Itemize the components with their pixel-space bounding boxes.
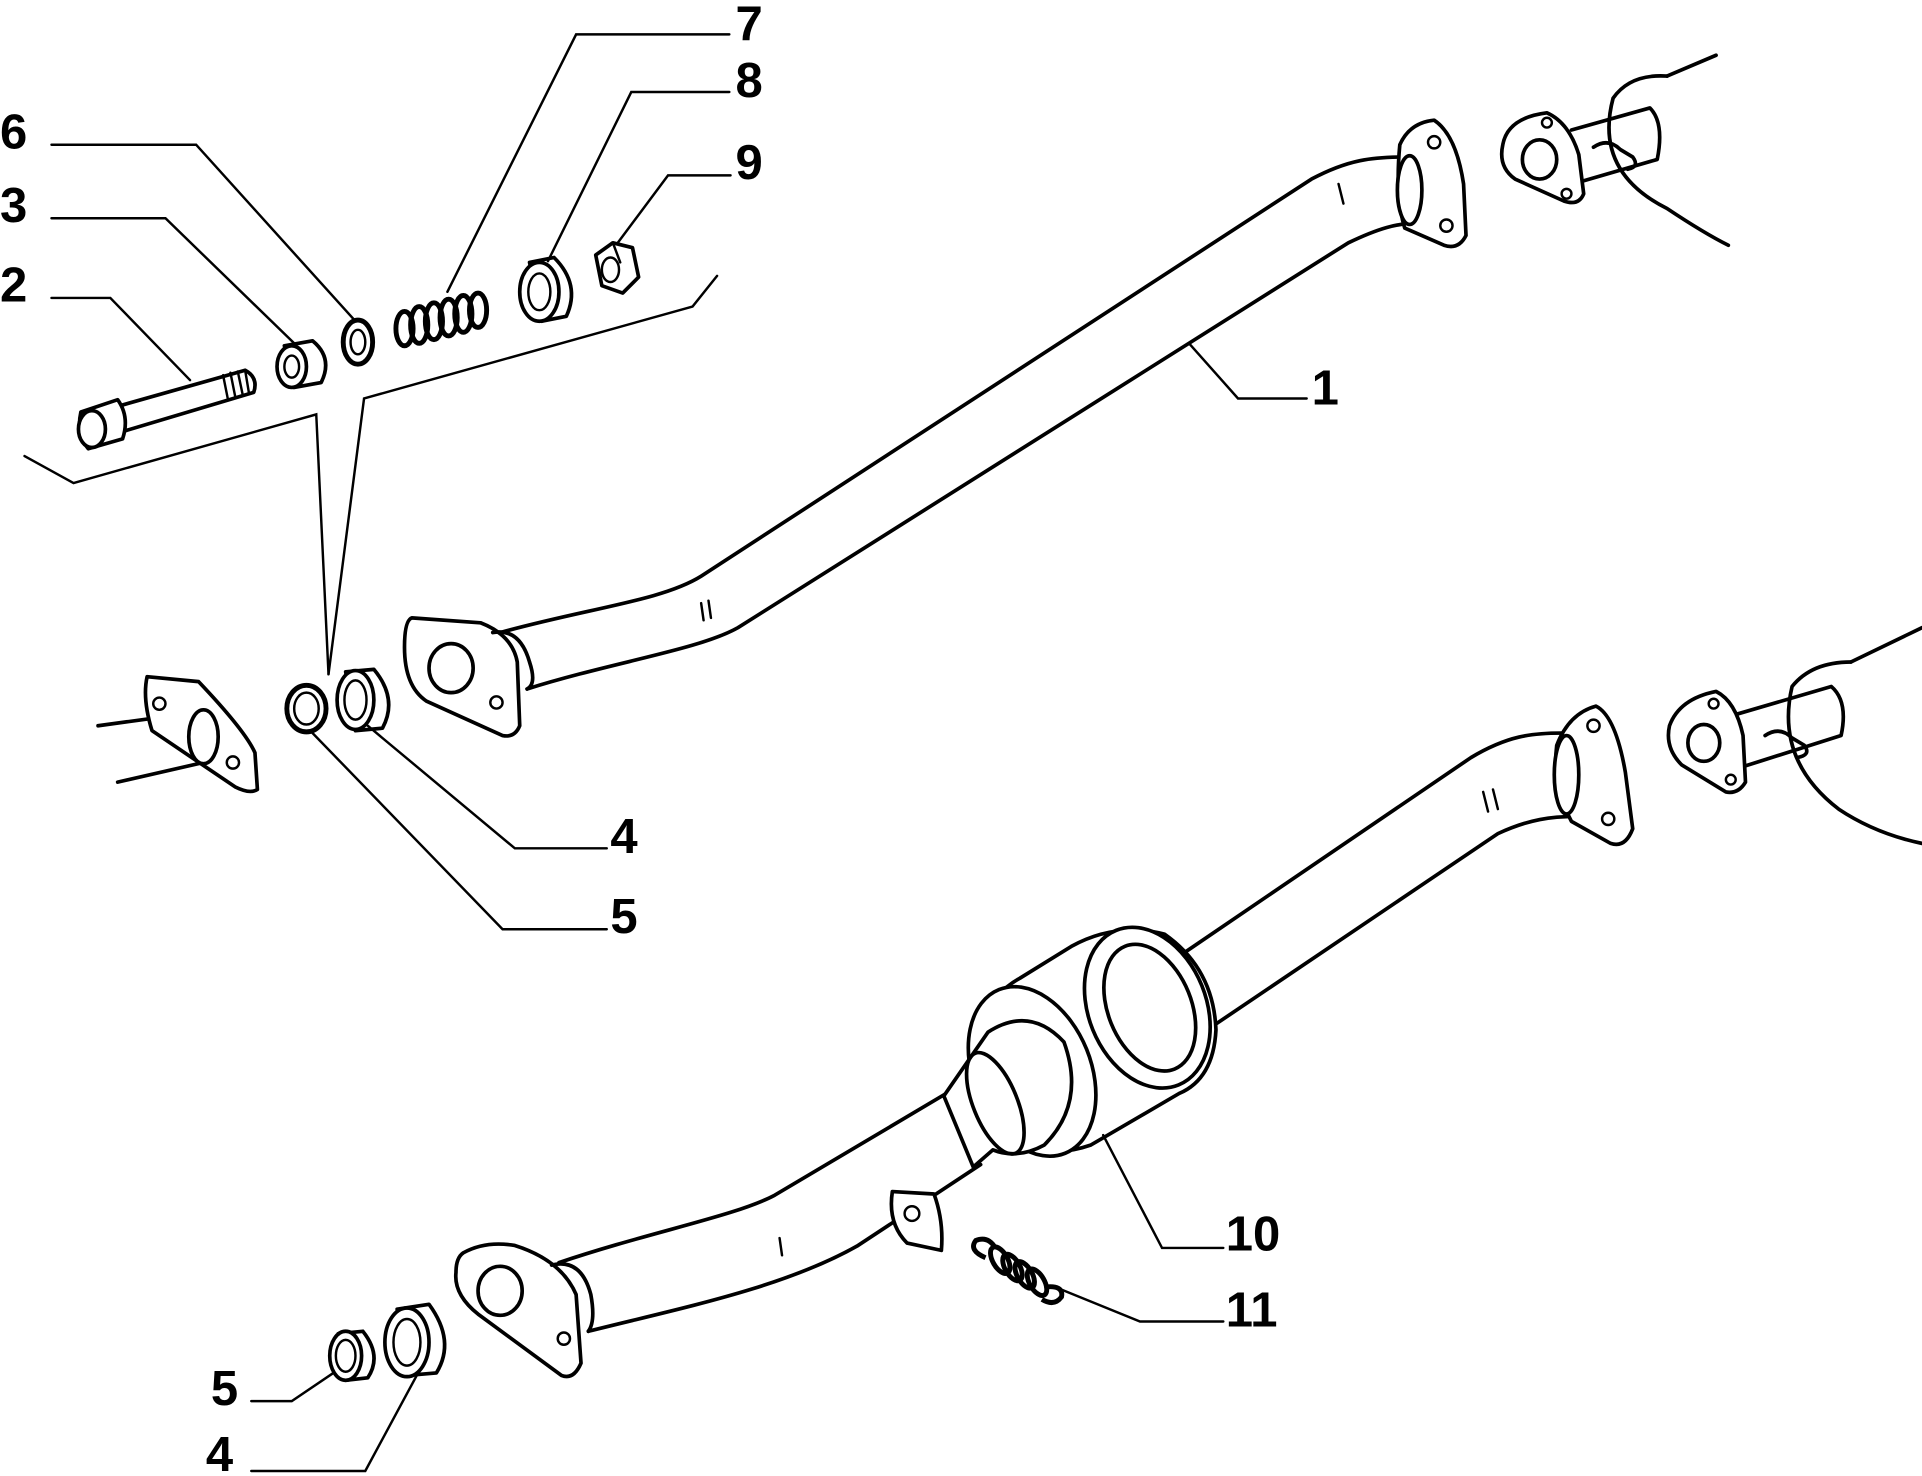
lower-muffler-pipe-clip bbox=[1763, 729, 1809, 760]
lower-muffler-edge bbox=[1849, 625, 1922, 664]
spring-hook-left bbox=[971, 1236, 998, 1260]
leader-10 bbox=[1101, 1133, 1225, 1250]
ring-part-5-upper bbox=[284, 682, 329, 735]
callout-3: 3 bbox=[0, 179, 27, 233]
front-pipe-upper-edge bbox=[557, 1091, 949, 1265]
callout-9: 9 bbox=[735, 136, 762, 190]
bolt-part-2 bbox=[76, 368, 257, 451]
pipe-hanger-bracket bbox=[889, 1189, 944, 1253]
flange-bolt-hole bbox=[489, 695, 504, 710]
leader-6 bbox=[50, 143, 357, 323]
muffler-body-top bbox=[1607, 74, 1731, 248]
bushing-face bbox=[275, 343, 309, 390]
leader-2 bbox=[50, 296, 192, 382]
washer-outer bbox=[340, 317, 376, 367]
washer-part-6 bbox=[340, 317, 376, 367]
stub-pipe-end bbox=[186, 707, 221, 766]
ring-outer bbox=[517, 260, 561, 324]
upper-muffler-connection bbox=[1499, 53, 1731, 248]
assembly-bracket-lines bbox=[23, 274, 719, 676]
leader-9 bbox=[616, 174, 732, 245]
front-pipe-lower-edge bbox=[586, 1162, 983, 1334]
callout-1: 1 bbox=[1312, 362, 1339, 416]
spring-part-7 bbox=[393, 290, 490, 349]
lower-pipe-left-collar bbox=[549, 1262, 595, 1334]
callout-2: 2 bbox=[0, 259, 27, 313]
ring-hole bbox=[527, 272, 552, 312]
rear-pipe-upper-edge bbox=[1177, 731, 1564, 959]
manifold-stub-pipe bbox=[96, 674, 260, 794]
lower-flange-bolt-hole bbox=[556, 1331, 572, 1346]
spring-hook-right bbox=[1040, 1284, 1065, 1305]
bushing-hole bbox=[283, 354, 301, 379]
right-flange-bolt-hole-top bbox=[1426, 134, 1442, 150]
pipe-lower-edge bbox=[525, 221, 1419, 691]
converter-rear-face bbox=[1102, 942, 1198, 1073]
callout-4-lower: 4 bbox=[206, 1428, 233, 1476]
bracket-left-line bbox=[23, 412, 330, 676]
leader-5-upper bbox=[311, 731, 608, 931]
catalytic-converter-pipe-part-10 bbox=[453, 704, 1635, 1379]
leader-4-lower bbox=[250, 1374, 418, 1473]
callout-8: 8 bbox=[735, 54, 762, 108]
bushing-part-3 bbox=[275, 339, 328, 390]
callout-labels: 7 8 9 6 3 2 1 4 5 10 11 5 4 bbox=[0, 0, 1339, 1476]
stub-pipe-lower bbox=[115, 760, 206, 784]
muffler-pipe-clip bbox=[1591, 141, 1638, 172]
seal-part-4-lower bbox=[383, 1302, 447, 1379]
leader-4-upper bbox=[366, 724, 608, 850]
lower-muffler-flange-hole bbox=[1686, 722, 1722, 764]
bolt-head-face bbox=[76, 408, 108, 450]
converter-rear-band bbox=[1082, 925, 1213, 1090]
leader-1 bbox=[1187, 342, 1308, 400]
leader-7 bbox=[446, 33, 731, 294]
leader-8 bbox=[546, 90, 731, 263]
leader-5-lower bbox=[250, 1371, 335, 1403]
callout-11: 11 bbox=[1226, 1283, 1278, 1337]
pipe-left-collar bbox=[490, 630, 535, 691]
nut-part-9 bbox=[593, 240, 641, 295]
leader-lines bbox=[50, 33, 1308, 1473]
callout-5-upper: 5 bbox=[610, 890, 637, 944]
nut-hole bbox=[600, 256, 621, 284]
lower-muffler-connection bbox=[1666, 625, 1922, 846]
ring-part-5-lower bbox=[327, 1329, 376, 1383]
callout-7: 7 bbox=[735, 0, 762, 52]
washer-hole bbox=[349, 328, 367, 356]
front-pipe-part-1 bbox=[402, 118, 1468, 738]
leader-11 bbox=[1060, 1288, 1225, 1323]
callout-4-upper: 4 bbox=[610, 810, 637, 864]
converter-cone-ring bbox=[964, 1050, 1026, 1156]
muffler-outer-edge bbox=[1665, 53, 1718, 78]
flange-hole bbox=[427, 641, 475, 695]
bolt-shaft bbox=[113, 368, 257, 434]
callout-5-lower: 5 bbox=[211, 1362, 238, 1416]
rear-pipe-lower-edge bbox=[1209, 814, 1579, 1030]
lower-muffler-inlet-pipe bbox=[1728, 684, 1846, 770]
pipe-upper-edge bbox=[498, 155, 1407, 635]
callout-6: 6 bbox=[0, 105, 27, 159]
spring-part-11 bbox=[971, 1236, 1065, 1305]
leader-3 bbox=[50, 217, 296, 345]
lower-right-flange-pipe-end bbox=[1552, 733, 1581, 816]
ring-part-8 bbox=[517, 255, 574, 324]
bracket-right-line bbox=[327, 274, 719, 676]
right-flange-pipe-end bbox=[1395, 153, 1424, 227]
right-flange-bolt-hole-bottom bbox=[1439, 218, 1454, 233]
lower-muffler-body bbox=[1786, 660, 1922, 846]
bolt-thread bbox=[221, 369, 251, 401]
seal-part-4-upper bbox=[335, 667, 391, 733]
hanger-hole bbox=[903, 1205, 921, 1223]
callout-10: 10 bbox=[1226, 1207, 1281, 1261]
lower-flange-hole bbox=[476, 1264, 525, 1318]
muffler-flange-hole bbox=[1520, 137, 1559, 181]
muffler-inlet-pipe bbox=[1569, 106, 1662, 184]
